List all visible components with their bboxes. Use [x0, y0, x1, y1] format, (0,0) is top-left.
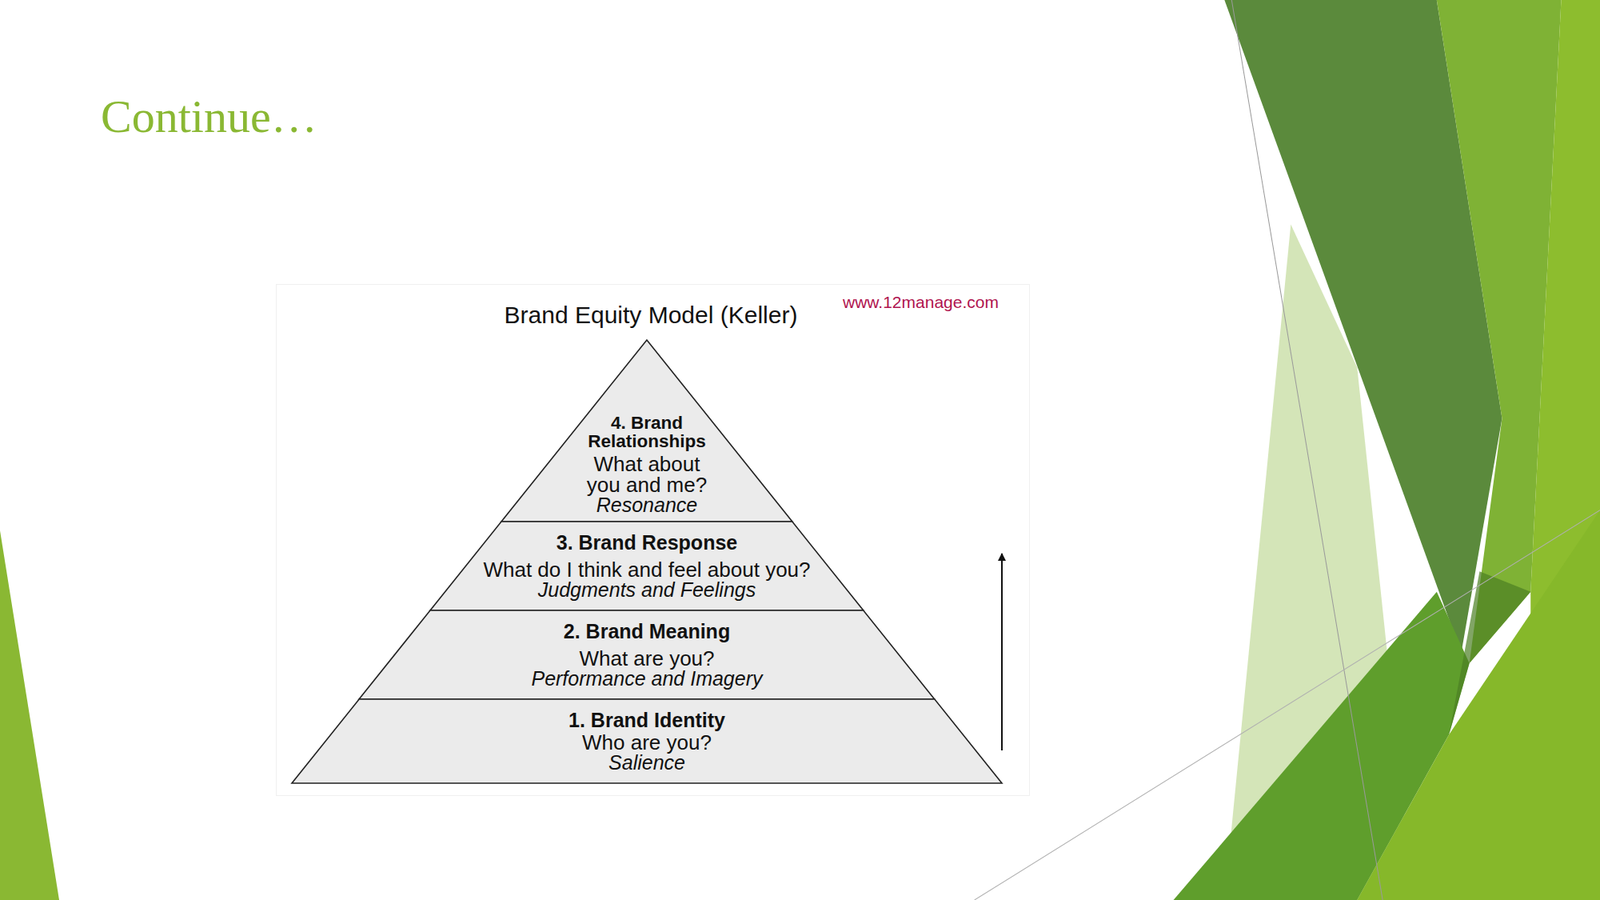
- thin-line: [1231, 0, 1383, 900]
- band-question: Who are you?: [582, 731, 712, 753]
- shadow-wedge: [1448, 570, 1531, 735]
- band-keyword: Resonance: [596, 494, 698, 515]
- upward-arrow: [1001, 553, 1003, 751]
- band-heading: 2. Brand Meaning: [563, 621, 731, 642]
- slide-title: Continue…: [100, 89, 318, 144]
- band-heading: 1. Brand Identity: [568, 710, 726, 731]
- band-outline: [291, 698, 1002, 783]
- pyramid-band: 1. Brand IdentityWho are you?Salience: [291, 698, 1002, 783]
- pyramid-band: 3. Brand ResponseWhat do I think and fee…: [430, 521, 864, 611]
- band-keyword: Salience: [608, 752, 686, 773]
- band-keyword: Judgments and Feelings: [538, 579, 756, 600]
- thin-line: [974, 510, 1600, 900]
- bottom-right-wedge: [1356, 510, 1600, 900]
- band-outline: [359, 610, 935, 699]
- band-heading: 4. Brand Relationships: [566, 414, 727, 451]
- band-keyword: Performance and Imagery: [530, 668, 763, 689]
- band-heading: 3. Brand Response: [556, 532, 738, 553]
- diagram-title: Brand Equity Model (Keller): [504, 301, 799, 329]
- band-outline: [430, 521, 864, 611]
- pyramid-band: 2. Brand MeaningWhat are you?Performance…: [359, 610, 935, 699]
- band-question: What do I think and feel about you?: [482, 558, 810, 580]
- left-sliver: [0, 530, 60, 900]
- band-question: What are you?: [578, 647, 715, 669]
- band-question: What about you and me?: [580, 453, 713, 495]
- source-url: www.12manage.com: [842, 292, 999, 312]
- pyramid-band: 4. Brand RelationshipsWhat about you and…: [501, 339, 793, 522]
- band-outline: [501, 339, 793, 522]
